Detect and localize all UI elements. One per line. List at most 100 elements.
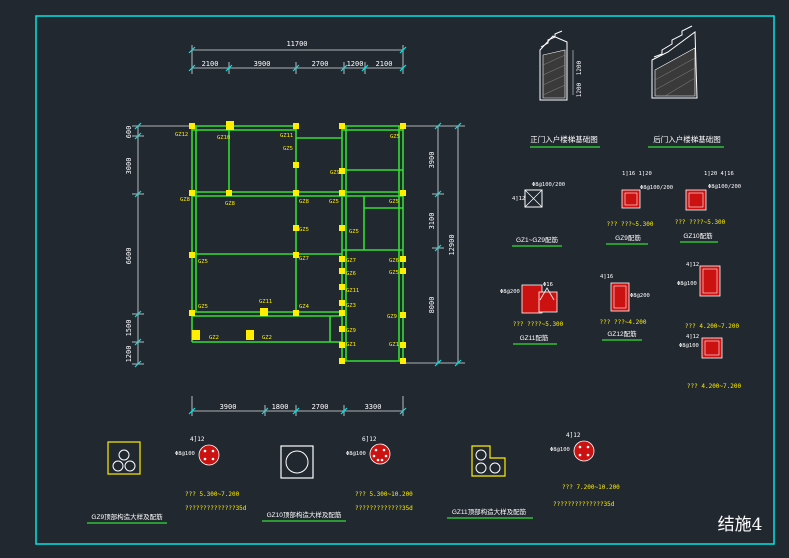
dim-left-4: 1200 [125, 346, 133, 363]
sec0-title: GZ1~GZ9配筋 [516, 235, 559, 244]
bottom-dim-labels: 3900 1800 2700 3300 [220, 403, 382, 411]
sec1-rebar: 1]16 1]20 [622, 171, 652, 177]
plan-walls [191, 125, 404, 362]
col-label-22: GZ4 [299, 304, 310, 310]
col-label-7: GZ8 [225, 201, 235, 207]
sec1-title: GZ9配筋 [615, 233, 641, 242]
dim-top-4: 2100 [376, 60, 393, 68]
front-stair-dim-0: 1200 [576, 60, 583, 75]
dim-right-2: 8000 [428, 297, 436, 314]
back-stair-detail: 后门入户楼梯基础图 [648, 25, 724, 148]
sec2-note: ??? ????~5.300 [675, 219, 726, 226]
col-label-3: GZ5 [283, 146, 293, 152]
sec4-rebar: 4]16 [600, 274, 613, 280]
col-label-24: GZ9 [387, 314, 397, 320]
col-label-15: GZ7 [346, 258, 356, 264]
dim-bottom-2: 2700 [312, 403, 329, 411]
front-stair-title: 正门入户楼梯基础图 [530, 134, 598, 144]
sec5-stirrup: Φ8@100 [677, 281, 697, 287]
col-label-16: GZ6 [389, 258, 399, 264]
sec1-note: ??? ???~5.300 [607, 221, 654, 228]
det1-note2: ?????????????35d [355, 505, 413, 512]
dim-left-3: 1500 [125, 320, 133, 337]
col-label-28: GZ1 [346, 342, 356, 348]
left-dim-ticks [134, 122, 142, 368]
det1-rebar: 6]12 [362, 436, 377, 443]
col-label-9: GZ5 [329, 199, 339, 205]
section-gz10: 1]20 4]16 Φ8@100/200 ??? ????~5.300 GZ10… [675, 171, 741, 243]
det2-stirrup: Φ8@100 [550, 447, 570, 453]
bottom-dim-ticks [188, 407, 407, 415]
sheet-border [35, 15, 775, 545]
sec3-title: GZ11配筋 [520, 333, 549, 342]
floor-plan: GZ12 GZ10 GZ11 GZ5 GZ5 GZ9 GZ8 GZ8 GZ8 G… [175, 121, 406, 364]
sec0-rebar: 4]12 [512, 196, 525, 202]
dim-right-0: 3900 [428, 152, 436, 169]
det0-stirrup: Φ8@100 [175, 451, 195, 457]
dim-top-0: 2100 [202, 60, 219, 68]
dim-left-2: 6600 [125, 248, 133, 265]
det0-note1: ??? 5.300~7.200 [185, 491, 240, 498]
section-gz11: Φ16 Φ8@200 ??? ????~5.300 GZ11配筋 [500, 282, 564, 345]
det0-note2: ??????????????35d [185, 505, 247, 512]
sec5-rebar: 4]12 [686, 262, 699, 268]
sec4-note: ??? ???~4.200 [600, 319, 647, 326]
sec6-stirrup: Φ8@100 [679, 343, 699, 349]
det0-title: GZ9顶部构造大样及配筋 [91, 512, 163, 521]
dim-right-total: 12900 [448, 234, 456, 255]
det1-stirrup: Φ8@100 [346, 451, 366, 457]
sec2-rebar: 1]20 4]16 [704, 171, 734, 177]
col-label-17: GZ6 [346, 271, 356, 277]
det0-rebar: 4]12 [190, 436, 205, 443]
det2-title: GZ11顶部构造大样及配筋 [452, 507, 527, 516]
sec6-rebar: 4]12 [686, 334, 699, 340]
dim-bottom-0: 3900 [220, 403, 237, 411]
col-label-21: GZ11 [259, 299, 272, 305]
dim-top-2: 2700 [312, 60, 329, 68]
dim-left-0: 600 [125, 126, 133, 139]
top-dim-labels: 2100 3900 2700 1200 2100 [202, 60, 393, 68]
sec2-title: GZ10配筋 [683, 231, 713, 240]
detail-gz9-top: 4]12 Φ8@100 ??? 5.300~7.200 ????????????… [87, 436, 247, 524]
col-label-2: GZ11 [280, 133, 293, 139]
front-stair-dim-1: 1200 [576, 82, 583, 97]
sec4-title: GZ12配筋 [607, 329, 637, 338]
sec3-note: ??? ????~5.300 [513, 321, 564, 328]
dim-bottom-3: 3300 [365, 403, 382, 411]
sec3-stirrup: Φ8@200 [500, 289, 520, 295]
sec0-stirrup: Φ8@100/200 [532, 182, 565, 188]
dim-right-1: 3100 [428, 213, 436, 230]
col-label-4: GZ5 [390, 134, 400, 140]
left-dim-labels: 600 3000 6600 1500 1200 [125, 126, 133, 363]
det2-rebar: 4]12 [566, 432, 581, 439]
section-lower-right: 4]12 Φ8@100 ??? 4.200~7.200 [679, 334, 741, 390]
sec1-stirrup: Φ8@100/200 [640, 185, 673, 191]
col-label-11: GZ5 [299, 227, 309, 233]
right-dim-labels: 3900 3100 8000 12900 [428, 152, 456, 314]
section-gz9: 1]16 1]20 Φ8@100/200 ??? ???~5.300 GZ9配筋 [606, 171, 673, 245]
section-gz12: 4]16 Φ8@200 ??? ???~4.200 GZ12配筋 [600, 274, 650, 341]
front-stair-detail: 1200 1200 正门入户楼梯基础图 [530, 30, 600, 148]
column-labels: GZ12 GZ10 GZ11 GZ5 GZ5 GZ9 GZ8 GZ8 GZ8 G… [175, 132, 400, 348]
col-label-10: GZ5 [389, 199, 399, 205]
dim-top-total: 11700 [286, 40, 307, 48]
detail-gz10-top: 6]12 Φ8@100 ??? 5.300~10.200 ???????????… [262, 436, 413, 522]
sheet-title: 结施4 [718, 515, 763, 535]
column-markers [189, 121, 406, 364]
sec6-note: ??? 4.200~7.200 [687, 383, 742, 390]
right-dim-ticks [434, 122, 462, 367]
dim-top-1: 3900 [254, 60, 271, 68]
col-label-1: GZ10 [217, 135, 230, 141]
col-label-26: GZ2 [209, 335, 219, 341]
dim-left-1: 3000 [125, 158, 133, 175]
det1-note1: ??? 5.300~10.200 [355, 491, 413, 498]
section-gz1-gz9: 4]12 Φ8@100/200 GZ1~GZ9配筋 [512, 182, 565, 247]
col-label-18: GZ5 [389, 270, 399, 276]
col-label-14: GZ7 [299, 256, 309, 262]
det1-title: GZ10顶部构造大样及配筋 [267, 510, 342, 519]
col-label-12: GZ5 [349, 229, 359, 235]
col-label-27: GZ2 [262, 335, 272, 341]
right-dimension-chain [405, 125, 465, 364]
col-label-8: GZ8 [299, 199, 309, 205]
